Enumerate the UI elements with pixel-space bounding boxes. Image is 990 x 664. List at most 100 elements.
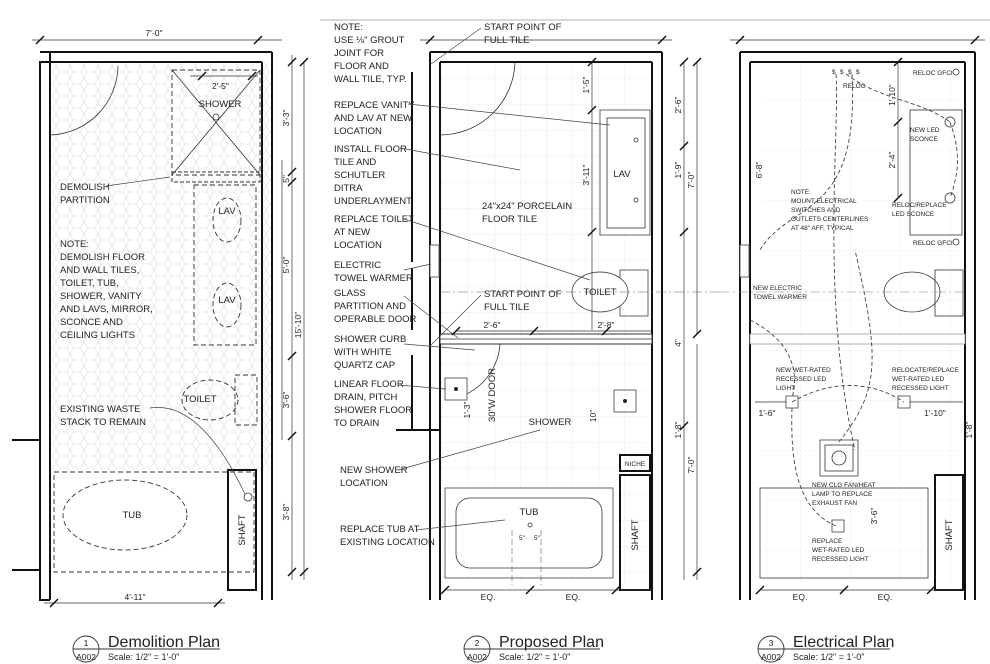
svg-text:$: $: [848, 69, 852, 76]
title-block-3: 3 A002 Electrical Plan Scale: 1/2" = 1'-…: [757, 634, 894, 663]
proposed-note-toilet-leader: [403, 218, 591, 281]
proposed-plan: 1'-5" 2'-6" 3'-11" 1'-9" 7'-0" 2'-6" 2'-…: [334, 22, 720, 602]
electrical-new-led-sconce: NEW LED SCONCE: [910, 127, 941, 143]
title-block-1: 1 A002 Demolition Plan Scale: 1/2" = 1'-…: [72, 634, 220, 663]
proposed-note-towel-leader: [403, 263, 432, 271]
electrical-switch-bank: $ $ $ $: [832, 69, 860, 76]
proposed-dim-1: 1'-5": [581, 77, 591, 94]
proposed-dim-9: 1'-3": [462, 402, 472, 419]
title-block-2: 2 A002 Proposed Plan Scale: 1/2" = 1'-0": [463, 634, 604, 663]
proposed-west-wall: [429, 52, 441, 600]
demolition-lav2-ellipse: [212, 282, 242, 328]
demolition-dim-tub: 3'-8": [281, 504, 291, 521]
svg-text:$: $: [856, 69, 860, 76]
title-scale-2: Scale: 1/2" = 1'-0": [499, 652, 570, 662]
title-sheet-3: A002: [761, 652, 781, 662]
electrical-replace-wet-led-label: REPLACE WET-RATED LED RECESSED LIGHT: [812, 538, 869, 563]
proposed-start-tile-note-2: START POINT OF FULL TILE: [484, 289, 564, 313]
demolition-dim-tub-width: 4'-11": [124, 592, 145, 602]
demolition-dim-shower-width: 2'-5": [212, 81, 229, 91]
electrical-wire-8: [791, 407, 837, 527]
electrical-reloc-led-sconce: RELOC/REPLACE LED SCONCE: [892, 202, 948, 218]
demolition-north-wall: [40, 51, 272, 63]
proposed-towel-warmer: [429, 244, 440, 278]
electrical-towel-warmer: [739, 244, 750, 278]
proposed-dim-12: 7'-0": [686, 457, 696, 474]
demolition-partition-note: DEMOLISH PARTITION: [60, 182, 112, 206]
electrical-wire-6: [791, 385, 905, 403]
electrical-fan-label: NEW CLG FAN/HEAT LAMP TO REPLACE EXHAUST…: [812, 482, 877, 507]
title-scale-3: Scale: 1/2" = 1'-0": [793, 652, 864, 662]
proposed-note-vanity-leader: [407, 103, 611, 126]
title-sheet-2: A002: [467, 652, 487, 662]
proposed-note-floor: INSTALL FLOOR TILE AND SCHUTLER DITRA UN…: [334, 144, 412, 207]
proposed-start-tile-note-1: START POINT OF FULL TILE: [484, 22, 564, 46]
demolition-shower-diag2: [171, 69, 261, 176]
proposed-note-drain-leader: [397, 384, 447, 390]
electrical-dim-2: 6'-8": [754, 162, 764, 179]
title-number-1: 1: [84, 638, 89, 648]
proposed-shaft-label: SHAFT: [630, 519, 641, 550]
demolition-dim-vanity: 5'-0": [281, 257, 291, 274]
electrical-west-wall: [739, 52, 751, 600]
electrical-wire-1: [833, 73, 856, 451]
electrical-dim-eq2: EQ.: [878, 592, 893, 602]
proposed-dim-10: 10": [588, 410, 598, 422]
svg-text:$: $: [840, 69, 844, 76]
proposed-floor-tile-label: 24"x24" PORCELAIN FLOOR TILE: [482, 201, 575, 225]
proposed-note-tub: REPLACE TUB AT EXISTING LOCATION: [340, 524, 435, 548]
title-sheet-1: A002: [76, 652, 96, 662]
proposed-dim-6: 2'-6": [484, 320, 501, 330]
demolition-lav1-label: LAV: [218, 206, 236, 217]
demolition-tub-label: TUB: [123, 510, 142, 521]
title-proposed-plan: Proposed Plan: [499, 634, 604, 651]
electrical-wire-5: [749, 319, 795, 399]
demolition-dim-width: 7'-0": [146, 28, 163, 38]
proposed-note-tub-leader: [415, 519, 506, 531]
electrical-plan: $ $ $ $ 1'-10": [720, 35, 985, 602]
proposed-tub-label: TUB: [520, 507, 539, 518]
electrical-partition-ghost: [749, 333, 966, 345]
electrical-tub-ghost: [759, 487, 929, 579]
proposed-tub-basin: [455, 497, 603, 569]
demolition-shower-outline: [171, 69, 261, 176]
title-number-3: 3: [769, 638, 774, 648]
proposed-dim-8: 4": [673, 339, 683, 347]
proposed-dim-eq1: EQ.: [481, 592, 496, 602]
proposed-start-tile-leader-1: [430, 27, 482, 65]
electrical-floor-grid: [762, 62, 960, 582]
demolition-shower-label: SHOWER: [199, 99, 242, 110]
electrical-vanity-ghost: [909, 109, 963, 236]
electrical-relocate-wet-led-label: RELOCATE/REPLACE WET-RATED LED RECESSED …: [892, 367, 961, 392]
proposed-dim-3: 3'-11": [581, 164, 591, 185]
demolition-waste-note: EXISTING WASTE STACK TO REMAIN: [60, 404, 146, 428]
demolition-partition-leader: [105, 176, 171, 187]
proposed-start-tile-leader-2: [429, 294, 482, 347]
title-demolition-plan: Demolition Plan: [108, 634, 220, 651]
demolition-east-wall: [261, 52, 273, 600]
electrical-wire-4: [949, 121, 958, 199]
proposed-toilet-label: TOILET: [583, 287, 616, 298]
electrical-dim-7: 3'-6": [869, 508, 879, 525]
demolition-general-note: NOTE: DEMOLISH FLOOR AND WALL TILES, TOI…: [60, 239, 155, 341]
demolition-shaft-label: SHAFT: [237, 514, 248, 545]
electrical-shaft-label: SHAFT: [944, 519, 955, 550]
demolition-lav1-ellipse: [212, 197, 242, 243]
electrical-towel-warmer-label: NEW ELECTRIC TOWEL WARMER: [753, 285, 807, 301]
title-electrical-plan: Electrical Plan: [793, 634, 894, 651]
proposed-dim-4: 1'-9": [673, 162, 683, 179]
proposed-door-swing: [439, 61, 516, 136]
proposed-dim-11: 1'-8": [673, 422, 683, 439]
proposed-dim-eq2: EQ.: [566, 592, 581, 602]
proposed-tub: [444, 487, 614, 579]
electrical-dim-eq1: EQ.: [793, 592, 808, 602]
electrical-dim-3: 2'-4": [887, 152, 897, 169]
proposed-shower-label: SHOWER: [529, 417, 572, 428]
demolition-vanity-outline: [193, 184, 257, 346]
proposed-note-drain: LINEAR FLOOR DRAIN, PITCH SHOWER FLOOR T…: [334, 379, 415, 429]
demolition-shaft-box: [227, 469, 257, 591]
electrical-wire-3: [759, 73, 854, 251]
electrical-mount-note: NOTE: MOUNT ELECTRICAL SWITCHES AND OUTL…: [791, 189, 870, 232]
proposed-note-curb: SHOWER CURB WITH WHITE QUARTZ CAP: [334, 334, 409, 371]
